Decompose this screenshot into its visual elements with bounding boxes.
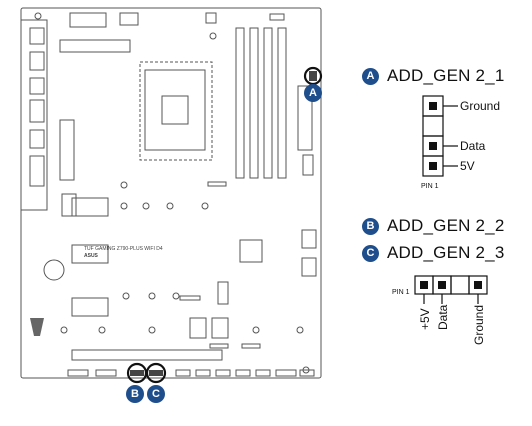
- header-b-name: ADD_GEN 2_2: [387, 216, 505, 235]
- board-outline: [20, 7, 322, 379]
- pin-a-5v: 5V: [460, 159, 475, 173]
- header-c-highlight: [145, 362, 167, 384]
- pcie-x16: [71, 349, 223, 361]
- badge-a: A: [362, 67, 379, 85]
- dimm-slot-1: [235, 27, 245, 179]
- dimm-slot-2: [249, 27, 259, 179]
- cpu-power-connector: [69, 12, 107, 28]
- header-b-title: B ADD_GEN 2_2: [362, 216, 504, 236]
- pin-bc-data: Data: [436, 304, 450, 330]
- header-c-title: C ADD_GEN 2_3: [362, 243, 504, 263]
- motherboard-diagram: [20, 7, 323, 384]
- header-c-name: ADD_GEN 2_3: [387, 243, 505, 262]
- pin-bc-ground: Ground: [472, 304, 486, 345]
- marker-c: C: [147, 385, 165, 403]
- board-brand-text: ASUS: [84, 253, 98, 259]
- pin1-a-label: PIN 1: [421, 183, 439, 190]
- pin-bc-5v: +5V: [418, 308, 432, 330]
- cpu-socket: [144, 69, 206, 151]
- m2-slot-1: [71, 197, 109, 217]
- header-a-name: ADD_GEN 2_1: [387, 66, 505, 85]
- dimm-slot-4: [277, 27, 287, 179]
- marker-b: B: [126, 385, 144, 403]
- dimm-slot-3: [263, 27, 273, 179]
- pin1-bc-label: PIN 1: [392, 289, 410, 296]
- io-shield: [20, 19, 48, 211]
- marker-a: A: [304, 84, 322, 102]
- atx-24pin: [297, 85, 313, 151]
- header-a-title: A ADD_GEN 2_1: [362, 66, 504, 86]
- header-bc-pinout: [414, 275, 488, 304]
- pin-a-data: Data: [460, 139, 486, 153]
- header-a-pinout: [422, 95, 458, 177]
- cmos-battery: [43, 259, 65, 281]
- board-model-text: TUF GAMING Z790-PLUS WIFI D4: [84, 246, 163, 252]
- pin-a-ground: Ground: [460, 99, 501, 113]
- badge-c: C: [362, 244, 379, 262]
- badge-b: B: [362, 217, 379, 235]
